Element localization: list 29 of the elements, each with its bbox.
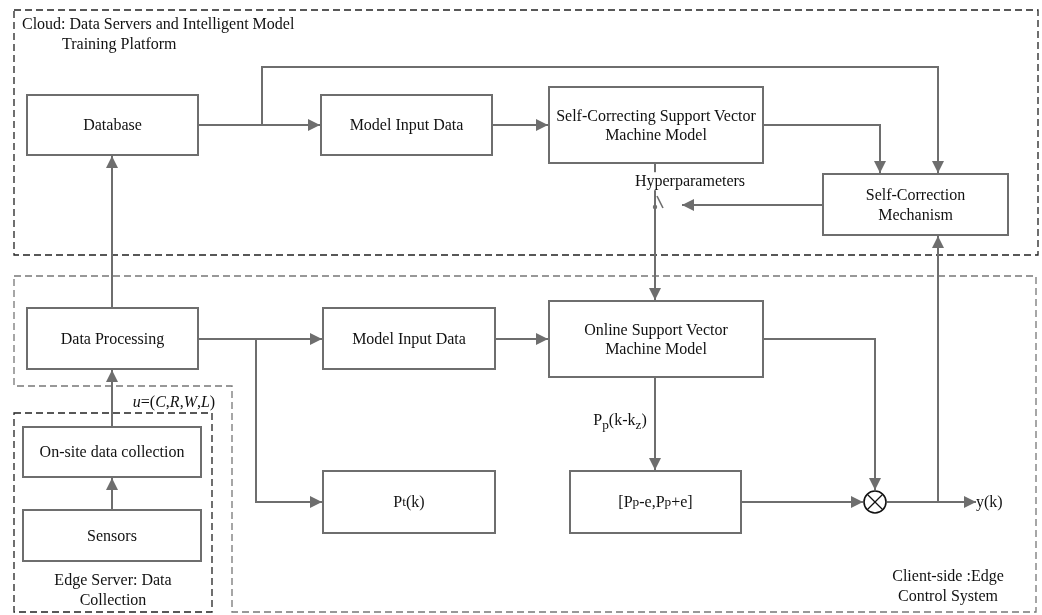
arrow [495,333,549,345]
process-box: On-site data collection [22,426,202,478]
group-title: Client-side :Edge Control System [891,566,1005,606]
arrow [106,369,118,427]
arrow [741,496,864,508]
arrow [492,119,549,131]
group-title: Cloud: Data Servers and Intelligent Model Training Platform [22,14,296,54]
database-box: Database [26,94,199,156]
process-box: Model Input Data [320,94,493,156]
arrow [886,235,944,503]
arrow [763,338,881,491]
process-box: Data Processing [26,307,199,370]
edge-label: Hyperparameters [632,172,748,190]
group-title: Edge Server: Data Collection [53,570,173,610]
arrow [649,377,661,471]
arrow [763,124,886,174]
multiplier-circle [863,490,887,514]
process-box: Self-Correction Mechanism [822,173,1009,236]
arrow [681,199,823,211]
edge-label: P$_{p}$(k-k$_{z}$) [591,411,649,433]
process-box: Model Input Data [322,307,496,370]
model-box: Self-Correcting Support Vector Machine Model [548,86,764,164]
edge-label: u=(C,R,W,L) [130,393,218,411]
arrow [198,338,323,508]
sensor-box: Sensors [22,509,202,562]
arrow [106,155,118,308]
arrow [106,477,118,510]
output-label: y(k) [976,490,1016,514]
model-box: Online Support Vector Machine Model [548,300,764,378]
